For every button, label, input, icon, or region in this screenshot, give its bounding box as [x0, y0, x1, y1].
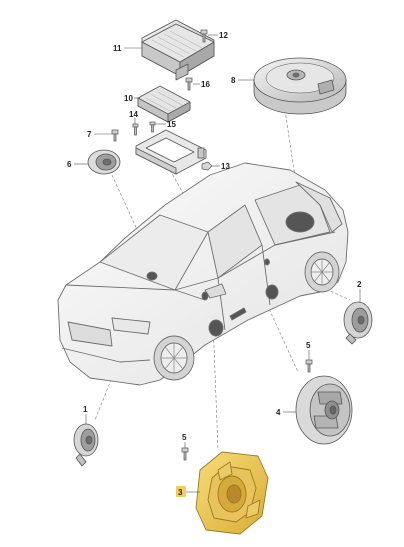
locator-line-4: [264, 299, 299, 373]
callout-6: 6: [67, 160, 72, 169]
part-screw-5-upper: [305, 359, 313, 373]
callout-15: 15: [167, 120, 176, 129]
leader-lines: [74, 34, 361, 493]
part-bolt-16: [185, 77, 193, 91]
locator-line-6: [111, 174, 141, 237]
car-dash-speaker-mark: [146, 271, 158, 281]
part-front-door-speaker: [73, 423, 99, 467]
callout-13: 13: [221, 162, 230, 171]
callout-2: 2: [357, 280, 362, 289]
car-headlight: [111, 317, 151, 335]
car-door-handle-mark: [229, 307, 247, 321]
part-bolt-12: [200, 29, 208, 43]
car-bumper: [61, 347, 151, 363]
locator-line-1: [94, 369, 116, 421]
part-nut-13: [201, 161, 213, 171]
callout-7: 7: [87, 130, 92, 139]
part-door-speaker-highlighted: [195, 451, 269, 535]
part-rear-speaker-large: [295, 375, 353, 445]
part-bolt-15: [149, 121, 156, 133]
part-rear-door-speaker: [343, 301, 373, 345]
car-front-door-speaker-mark: [208, 319, 224, 337]
car-tweeter-mark-2: [264, 258, 270, 266]
part-bracket: [135, 129, 207, 175]
part-screw-7: [111, 129, 119, 142]
car-rear-window: [295, 181, 343, 233]
callout-5-upper: 5: [306, 341, 311, 350]
car-illustration: [57, 162, 349, 386]
callout-3: 3: [178, 488, 183, 497]
locator-line-3: [212, 319, 219, 451]
callout-10: 10: [124, 94, 133, 103]
callout-14: 14: [129, 110, 138, 119]
callout-5-lower: 5: [182, 433, 187, 442]
callout-8: 8: [231, 76, 236, 85]
callout-12: 12: [219, 31, 228, 40]
part-dash-speaker: [87, 149, 121, 175]
part-control-unit: [137, 85, 191, 123]
locator-line-8: [284, 109, 301, 211]
callout-labels: 11 12 16 10 14 15 7 6 13 8 2 5 4 1 5 3: [67, 31, 362, 497]
car-tweeter-mark: [201, 291, 209, 301]
callout-3-highlight: [176, 486, 186, 497]
car-rear-door-speaker-mark: [265, 284, 279, 300]
car-beltline: [174, 231, 336, 291]
car-rear-speaker-mark: [285, 211, 315, 233]
part-bolt-14: [132, 123, 139, 136]
part-amplifier: [141, 19, 215, 81]
callout-1: 1: [83, 405, 88, 414]
callout-16: 16: [201, 80, 210, 89]
callout-4: 4: [276, 408, 281, 417]
callout-11: 11: [113, 44, 122, 53]
part-screw-5-lower: [181, 447, 189, 461]
part-subwoofer: [253, 57, 347, 115]
car-grille: [67, 321, 113, 347]
